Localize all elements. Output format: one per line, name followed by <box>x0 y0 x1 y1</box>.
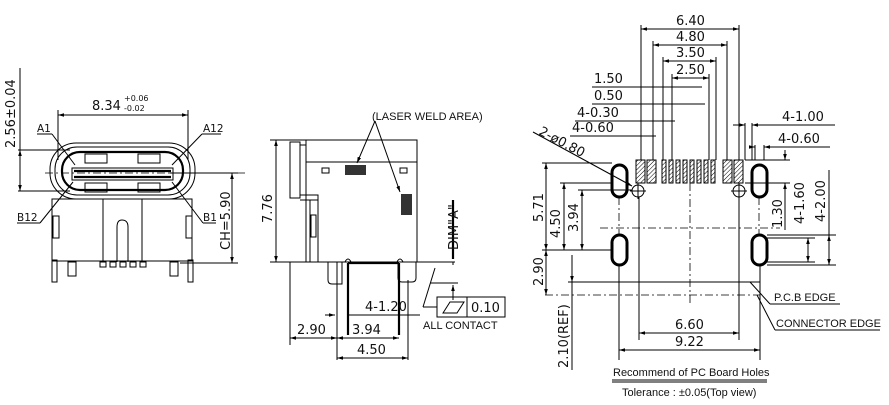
pcb-caption: Recommend of PC Board Holes <box>613 367 770 379</box>
top-dim-4x060: 4-0.60 <box>572 121 614 136</box>
pad-row <box>635 159 744 184</box>
laser-weld-label: (LASER WELD AREA) <box>372 111 483 123</box>
height-dim: 2.56±0.04 <box>4 79 19 148</box>
pcb-edge-label: P.C.B EDGE <box>774 292 836 304</box>
right-dim-4x060: 4-0.60 <box>778 132 820 147</box>
pin-label-a1: A1 <box>37 123 51 135</box>
pin-label-b12: B12 <box>17 212 38 224</box>
top-dim-350: 3.50 <box>676 46 705 61</box>
pin-label-b1: B1 <box>203 212 217 224</box>
left-dim-394: 3.94 <box>567 203 582 232</box>
slot-hole <box>750 233 769 267</box>
dim-a-label: DIM"A" <box>447 204 462 250</box>
right-dim-4x200: 4-2.00 <box>814 180 829 222</box>
all-contact-label: ALL CONTACT <box>423 320 498 332</box>
slot-hole <box>750 163 769 199</box>
top-dim-050: 0.50 <box>594 89 623 104</box>
ch-dim: CH=5.90 <box>219 191 234 250</box>
top-dim-150: 1.50 <box>594 72 623 87</box>
connector-edge-label: CONNECTOR EDGE <box>776 318 881 330</box>
front-view: 8.34 +0.06 -0.02 2.56±0.04 CH=5.90 <box>4 68 245 283</box>
width-tol-minus: -0.02 <box>124 104 145 113</box>
slot-hole <box>610 163 629 199</box>
dim-290: 2.90 <box>297 323 326 338</box>
dim-394: 3.94 <box>352 323 381 338</box>
bottom-dim-660: 6.60 <box>675 318 704 333</box>
left-dim-571: 5.71 <box>532 193 547 222</box>
pcb-tolerance: Tolerance : ±0.05(Top view) <box>622 387 756 399</box>
side-view: (LASER WELD AREA) 7.76 DIM"A" 4-1.20 <box>261 111 506 360</box>
dim-450: 4.50 <box>357 343 386 358</box>
pin-width-dim: 4-1.20 <box>365 300 407 315</box>
flatness-value: 0.10 <box>471 301 500 316</box>
left-dim-290: 2.90 <box>532 257 547 286</box>
right-dim-130: 1.30 <box>771 199 786 228</box>
pin-label-a12: A12 <box>203 123 224 135</box>
width-dim: 8.34 <box>92 99 121 114</box>
left-dim-210: 2.10(REF) <box>557 304 572 368</box>
bottom-dim-922: 9.22 <box>675 335 704 350</box>
right-dim-4x100: 4-1.00 <box>782 110 824 125</box>
top-dim-250: 2.50 <box>676 63 705 78</box>
width-tol-plus: +0.06 <box>124 94 149 103</box>
top-dim-640: 6.40 <box>676 14 705 29</box>
side-height-dim: 7.76 <box>261 194 276 223</box>
right-dim-4x160: 4-1.60 <box>793 182 808 224</box>
pcb-layout-view: 6.40 4.80 3.50 2.50 1.50 0.50 4-0.30 4-0… <box>532 14 881 399</box>
top-dim-480: 4.80 <box>676 30 705 45</box>
slot-hole <box>610 233 629 267</box>
left-dim-450: 4.50 <box>549 209 564 238</box>
top-dim-4x030: 4-0.30 <box>577 106 619 121</box>
